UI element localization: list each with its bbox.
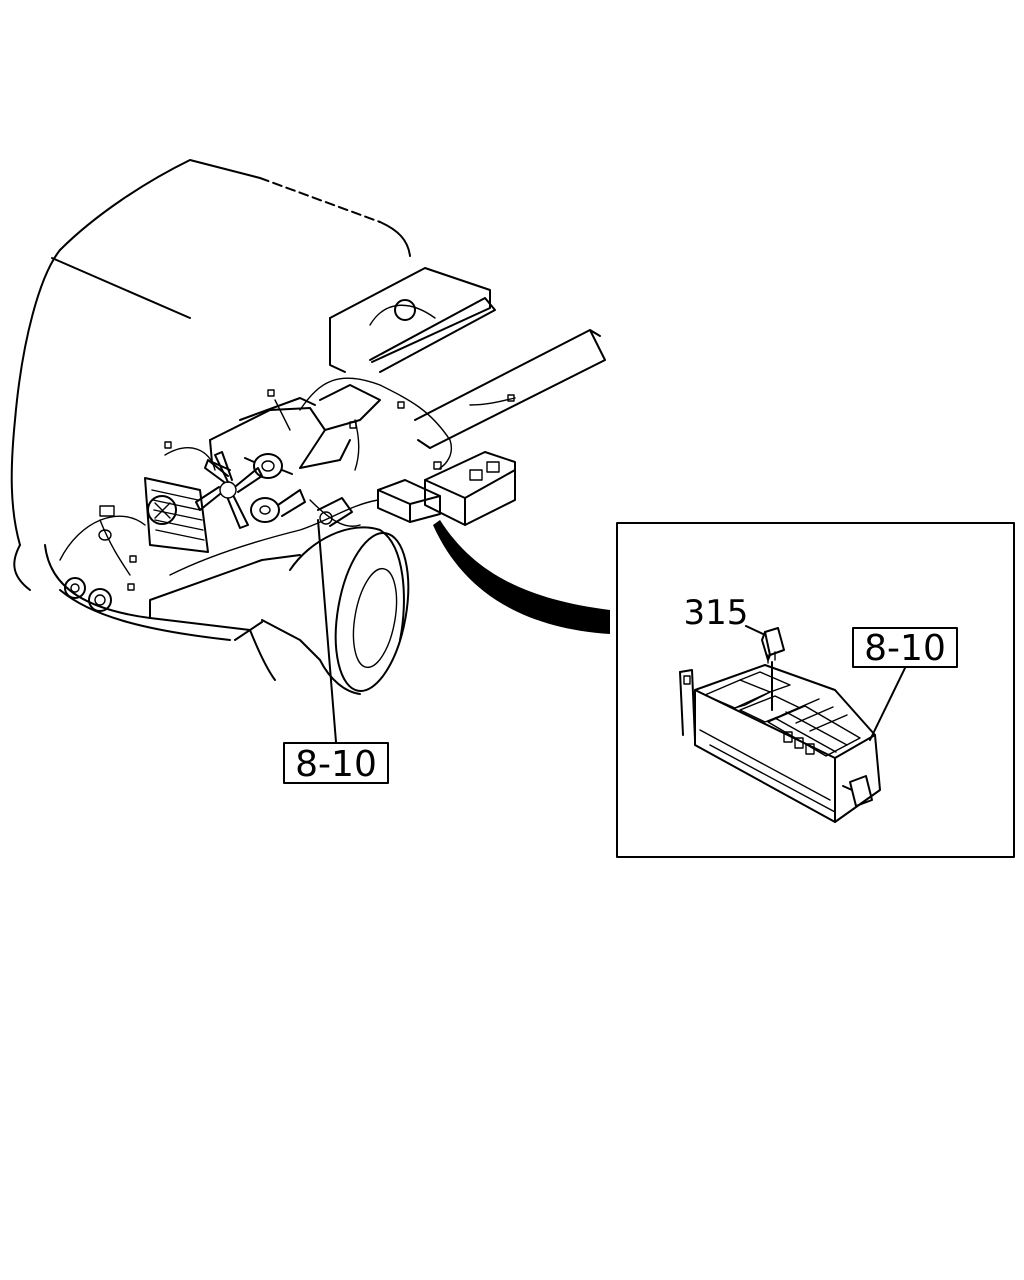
truck-cab-illustration xyxy=(10,159,411,695)
main-leader-line xyxy=(317,519,337,743)
main-reference-callout[interactable]: 8-10 xyxy=(283,742,389,785)
detail-inset-panel: 315 8-10 xyxy=(616,522,1015,858)
main-reference-label: 8-10 xyxy=(295,744,377,785)
relay-box-in-situ xyxy=(377,479,441,523)
battery xyxy=(424,451,516,526)
magnification-sweep xyxy=(433,520,610,634)
radiator xyxy=(144,477,209,553)
detail-reference-label: 8-10 xyxy=(864,628,946,669)
detail-reference-callout[interactable]: 8-10 xyxy=(852,627,958,669)
part-number-leader xyxy=(745,625,764,635)
relay-box-detail xyxy=(679,664,881,823)
relay-part-number[interactable]: 315 xyxy=(684,593,749,633)
detail-leader-line xyxy=(869,667,906,741)
chassis-frame-illustration xyxy=(59,267,606,591)
cooling-fan xyxy=(195,451,263,529)
relay-component-315[interactable] xyxy=(761,627,785,664)
